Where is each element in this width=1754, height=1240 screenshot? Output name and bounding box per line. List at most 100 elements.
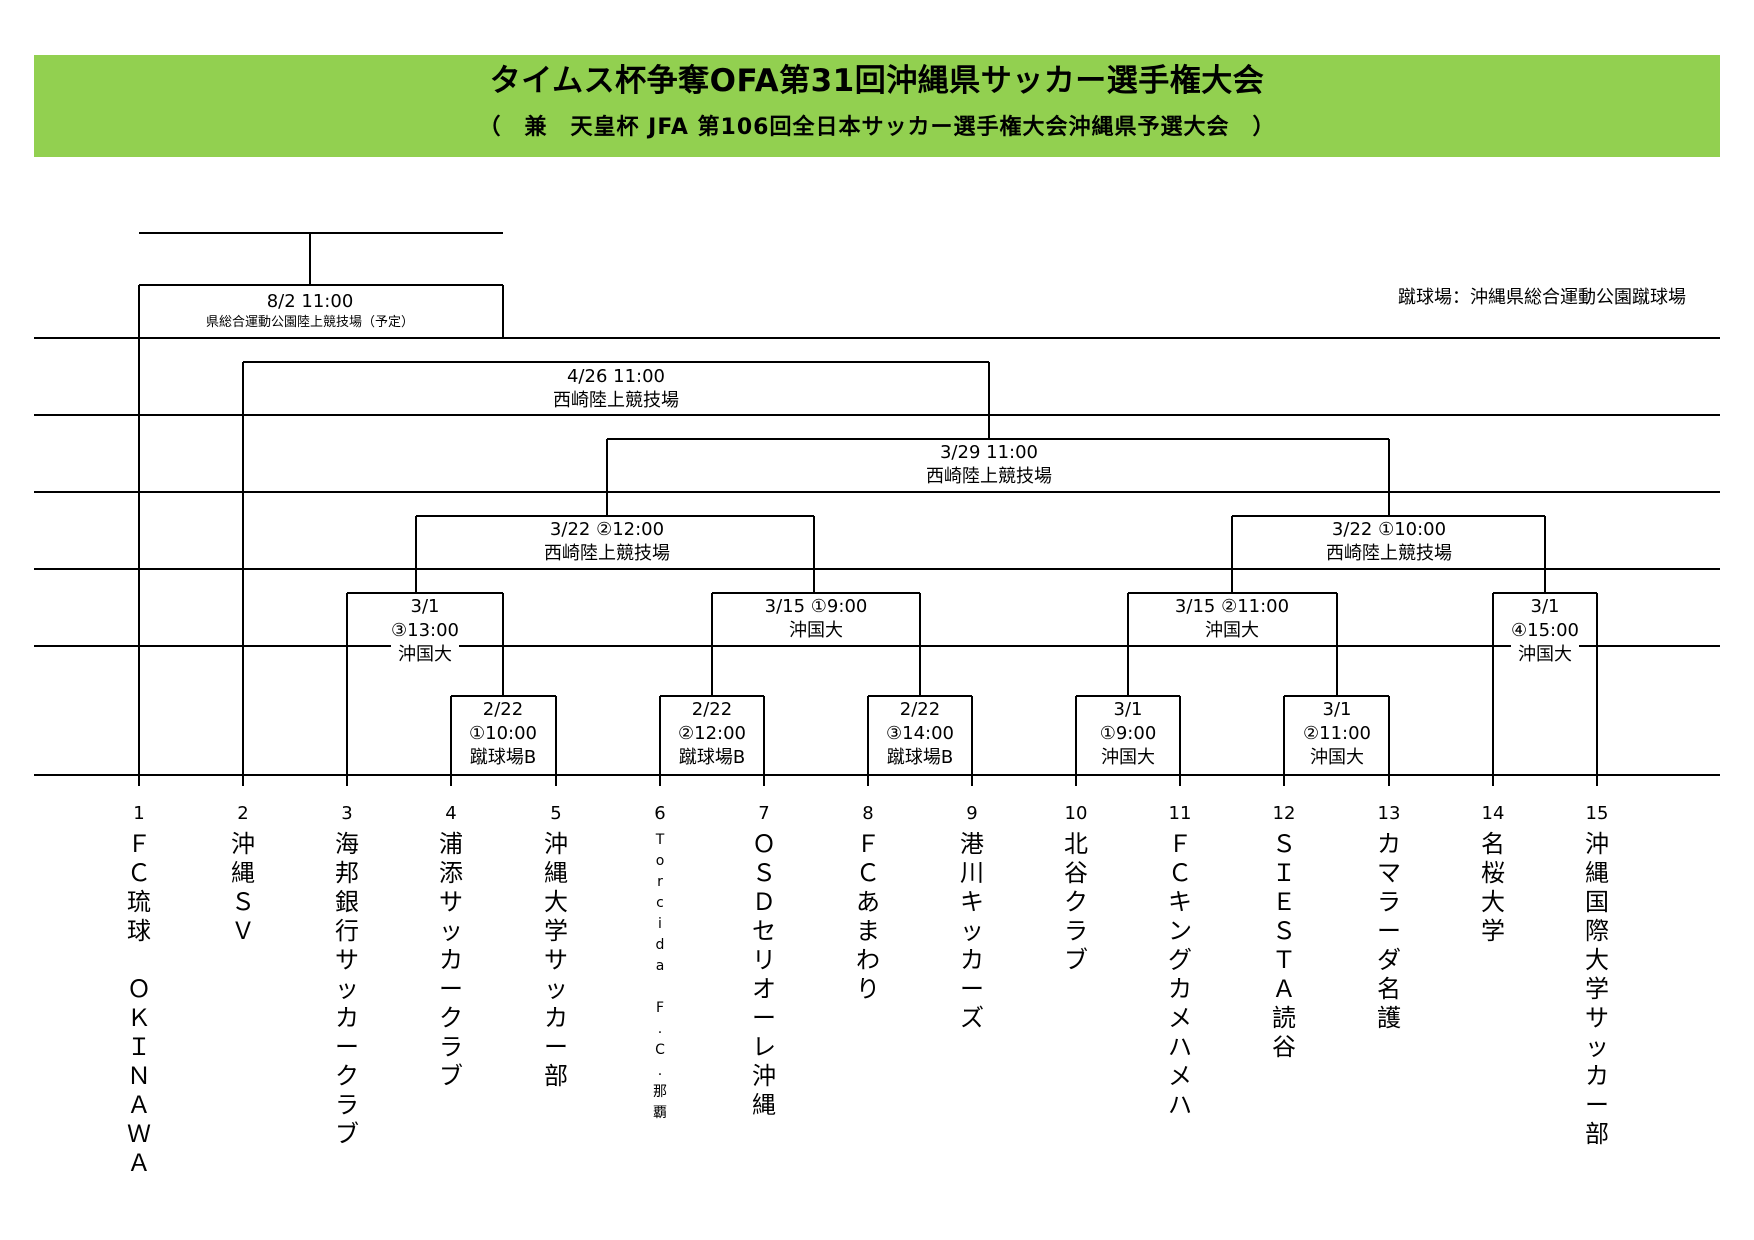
team-name-char: オ	[752, 975, 776, 1003]
match-label-line: ②12:00	[677, 723, 747, 744]
team-name-char: 学	[1481, 917, 1505, 945]
team-name-char: ク	[439, 1004, 463, 1032]
team-name-char: Ｓ	[1272, 917, 1296, 945]
team-name-char: ー	[544, 1033, 568, 1061]
team-name-char: Ｉ	[127, 1033, 151, 1061]
team-name-char: Ｃ	[127, 859, 151, 887]
team-number: 1	[133, 803, 145, 824]
team-name-char: 大	[544, 888, 568, 916]
team-name-char: Ｎ	[127, 1062, 151, 1090]
team-name-char: ッ	[439, 917, 463, 945]
team-name-char: ハ	[1168, 1033, 1192, 1061]
team-name-char: サ	[439, 888, 463, 916]
match-label-line: 2/22	[691, 699, 733, 720]
team-name-char: 縄	[544, 859, 568, 887]
team-name-char: キ	[1168, 888, 1192, 916]
team-name: カマラーダ名護	[1369, 830, 1409, 1033]
team-number: 9	[966, 803, 978, 824]
round-divider	[34, 774, 1720, 776]
team-name-char: ク	[1064, 888, 1088, 916]
team-name: 北谷クラブ	[1056, 830, 1096, 975]
team-name-char: ッ	[335, 975, 359, 1003]
team-name: 浦添サッカークラブ	[431, 830, 471, 1091]
team-name-char: カ	[1377, 830, 1401, 858]
team-number: 5	[550, 803, 562, 824]
team-name-char: Ｃ	[1168, 859, 1192, 887]
team-name-char: i	[658, 916, 662, 932]
team-name-char: サ	[544, 946, 568, 974]
team-name-char: 北	[1064, 830, 1088, 858]
team-name-char: Ｆ	[127, 830, 151, 858]
team-name-char: 海	[335, 830, 359, 858]
team-name-char	[119, 946, 159, 975]
team-number: 15	[1585, 803, 1609, 824]
team-name: 沖縄大学サッカー部	[536, 830, 576, 1091]
team-number: 13	[1377, 803, 1401, 824]
team-name-char: ブ	[1064, 946, 1088, 974]
team-name-char: .	[657, 1021, 663, 1037]
team-name-char: ハ	[1168, 1091, 1192, 1119]
team-name-char: Ｏ	[752, 830, 776, 858]
match-label-line: 3/15 ①9:00	[764, 596, 868, 617]
team-name-char: ッ	[1585, 1033, 1609, 1061]
team-name-char: 際	[1585, 917, 1609, 945]
match-label-line: ①10:00	[468, 723, 538, 744]
team-name-char: 学	[1585, 975, 1609, 1003]
team-name-char: グ	[1168, 946, 1192, 974]
match-label-line: 4/26 11:00	[566, 366, 665, 387]
match-label-line: 西崎陸上競技場	[926, 466, 1052, 487]
team-name-char: 銀	[335, 888, 359, 916]
title-banner	[34, 55, 1720, 157]
team-number: 3	[341, 803, 353, 824]
team-name-char: Ｔ	[1272, 946, 1296, 974]
match-label-line: ①9:00	[1099, 723, 1157, 744]
team-name-char: 学	[544, 917, 568, 945]
team-name-char: 大	[1481, 888, 1505, 916]
team-name-char: 名	[1377, 975, 1401, 1003]
match-label-line: 西崎陸上競技場	[553, 390, 679, 411]
match-label-line: 沖国大	[788, 620, 843, 641]
team-name-char: 谷	[1272, 1033, 1296, 1061]
match-label-line: 西崎陸上競技場	[1326, 543, 1452, 564]
match-label-line: 2/22	[899, 699, 941, 720]
team-name-char: セ	[752, 917, 776, 945]
team-name-char: 縄	[752, 1091, 776, 1119]
team-name-char: 縄	[231, 859, 255, 887]
team-name-char: Ｆ	[856, 830, 880, 858]
team-name-char: Ｓ	[231, 888, 255, 916]
team-number: 11	[1168, 803, 1192, 824]
team-name-char: 川	[960, 859, 984, 887]
match-label-line: 3/1	[1322, 699, 1352, 720]
match-label-line: 沖国大	[397, 644, 452, 665]
team-name-char: c	[656, 895, 664, 911]
match-label-line: 3/1	[1530, 596, 1560, 617]
team-name-char: Ａ	[127, 1091, 151, 1119]
team-name-char: 護	[1377, 1004, 1401, 1032]
team-name-char: カ	[544, 1004, 568, 1032]
match-label-line: 3/1	[1113, 699, 1143, 720]
round-divider	[34, 491, 1720, 493]
team-name-char: 沖	[544, 830, 568, 858]
team-name-char: マ	[1377, 859, 1401, 887]
team-name-char: ー	[439, 975, 463, 1003]
team-name-char: Ａ	[127, 1149, 151, 1177]
page-subtitle: （ 兼 天皇杯 JFA 第106回全日本サッカー選手権大会沖縄県予選大会 ）	[478, 115, 1276, 140]
team-name-char: Ｖ	[231, 917, 255, 945]
team-name-char: 浦	[439, 830, 463, 858]
team-name-char: ブ	[335, 1120, 359, 1148]
team-name-char: カ	[960, 946, 984, 974]
team-name-char: 沖	[1585, 830, 1609, 858]
match-label-line: 3/15 ②11:00	[1174, 596, 1290, 617]
